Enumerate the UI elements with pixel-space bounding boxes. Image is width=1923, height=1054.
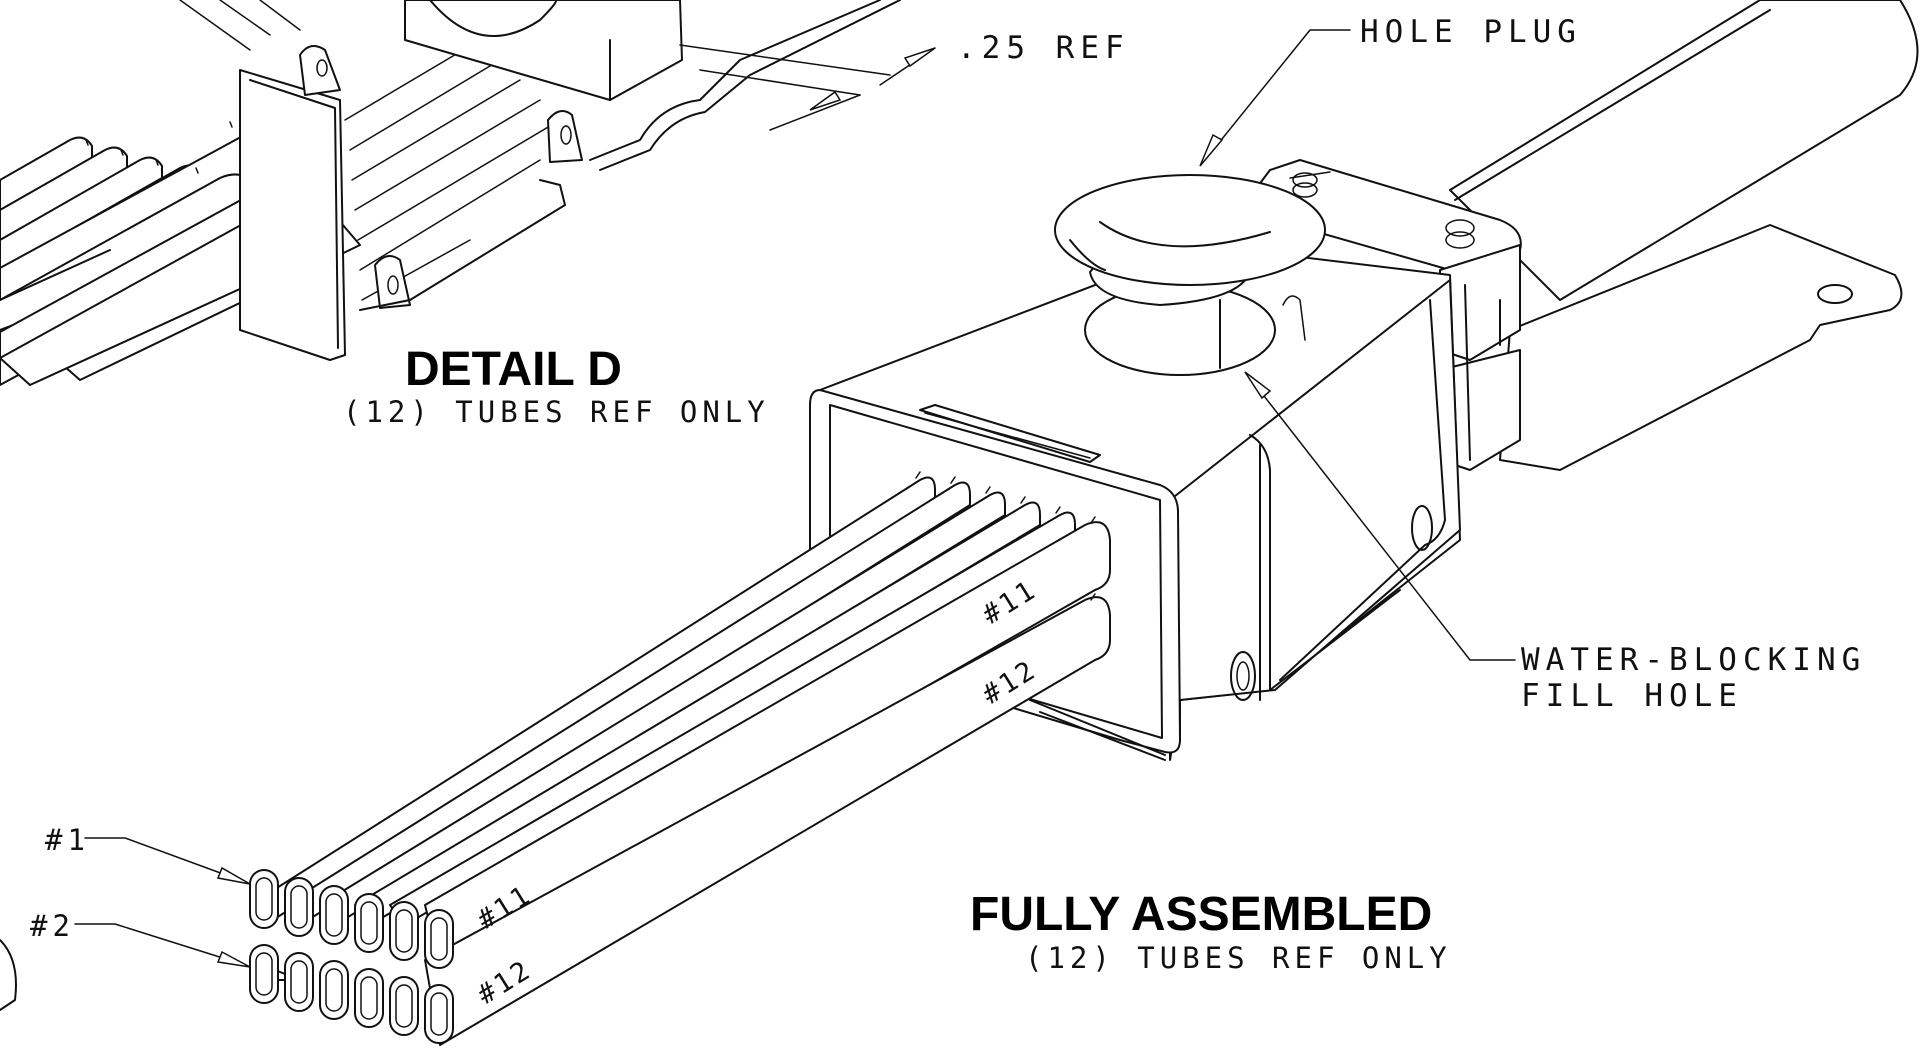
dimension-label: .25 REF [957,30,1130,66]
tube-bundle [249,471,1111,1046]
tube-2-leader [74,923,246,966]
detail-title: DETAIL D [405,343,622,396]
flange-hole [1817,284,1853,304]
fill-hole-label-line2: FILL HOLE [1521,678,1743,714]
detail-mounting-tabs [299,45,583,309]
detail-inner-hatch [179,0,561,301]
tube-row-bottom-end [424,596,1111,1046]
fill-hole-leader [1249,377,1516,661]
housing-right-face [1169,279,1461,761]
detail-sensor-wire [429,0,557,37]
tube-ends-top-row [249,869,454,969]
housing-front-hole [1230,651,1256,701]
assembly-title: FULLY ASSEMBLED [970,888,1432,941]
tube-1-leader [84,837,246,883]
hole-plug-label: HOLE PLUG [1360,14,1582,50]
edge-fragment [0,939,17,1011]
hole-plug [1054,174,1326,306]
detail-bracket-edge [359,0,881,311]
callouts: HOLE PLUG WATER-BLOCKING FILL HOLE #1 #2 [30,14,1866,968]
hole-plug-leader [1204,29,1351,161]
detail-dimension [679,44,936,131]
tube-ends-bottom-row [249,944,454,1044]
housing-side-slot [1411,505,1433,551]
tube-2-label: #2 [30,909,75,943]
cylinder-body [1449,0,1919,301]
assembly-subtitle: (12) TUBES REF ONLY [1025,941,1452,975]
fill-hole-label-line1: WATER-BLOCKING [1521,642,1866,678]
detail-subtitle: (12) TUBES REF ONLY [343,395,770,429]
detail-sensor-block [404,0,683,101]
detail-d-view: .25 REF DETAIL D (12) TUBES REF ONLY [0,0,1130,429]
tube-1-label: #1 [45,823,90,857]
detail-face-inner [249,79,339,349]
mounting-flange [1499,224,1903,471]
tube-row-top-end [424,521,1111,966]
detail-face-plate [239,69,346,361]
